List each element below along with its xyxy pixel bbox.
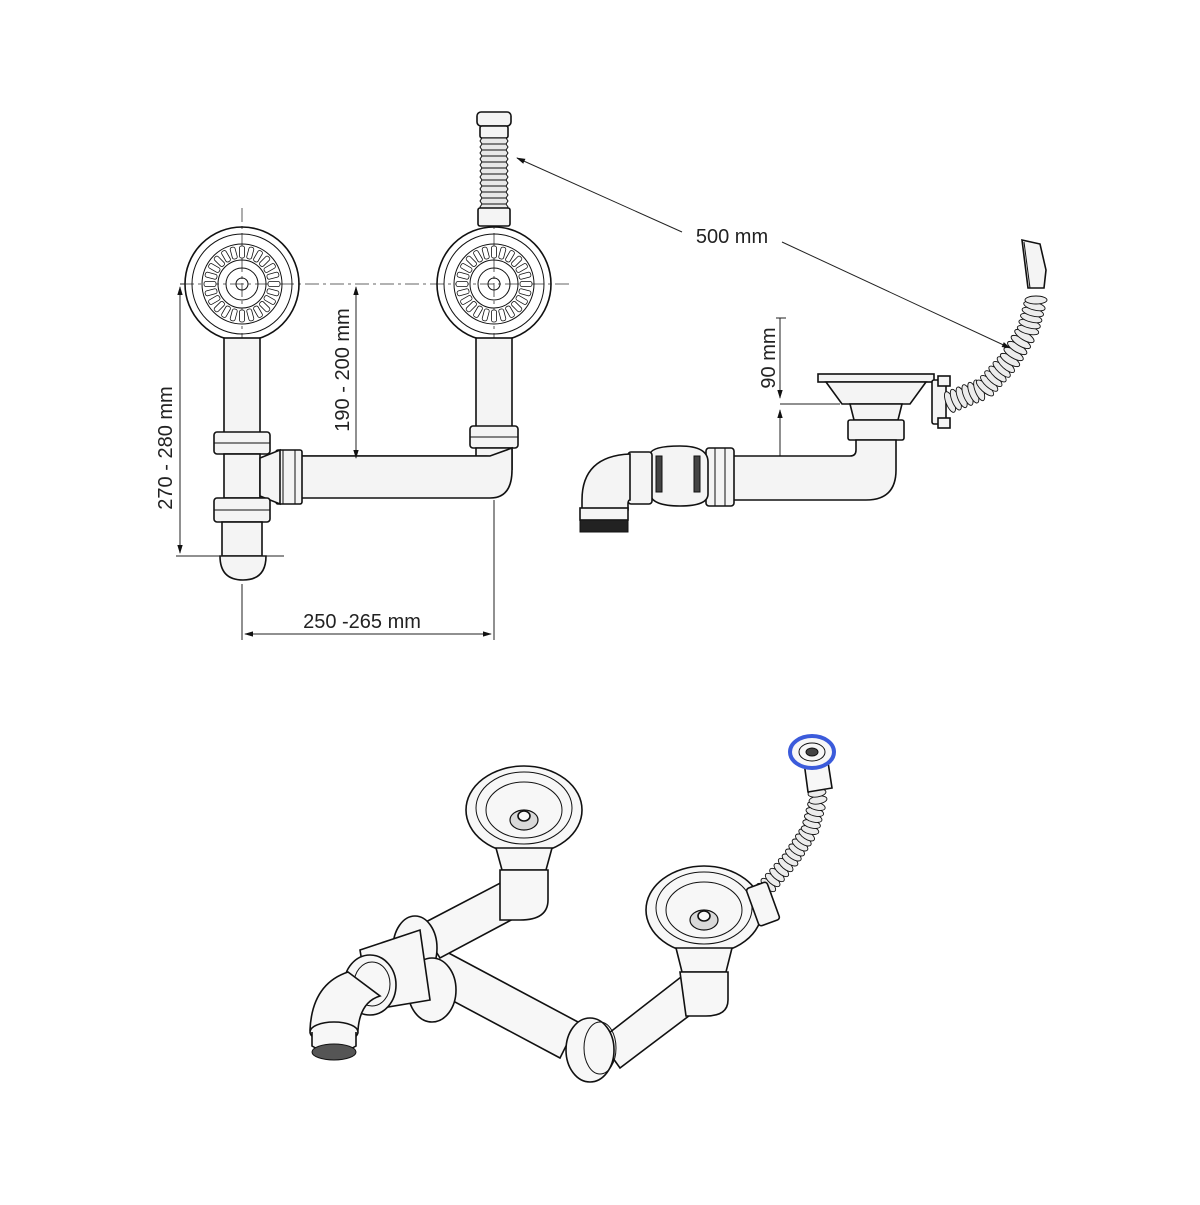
iso-left-strainer — [465, 765, 583, 921]
left-tailpiece — [223, 337, 261, 435]
dim-depth-side: 90 mm — [758, 327, 780, 388]
dim-height-left: 270 - 280 mm — [155, 386, 177, 509]
overflow-head-side — [1021, 238, 1047, 289]
dim-hose-length: 500 mm — [696, 226, 768, 248]
iso-overflow-head — [788, 734, 836, 793]
connecting-pipe — [299, 446, 513, 499]
elbow-outlet — [219, 555, 267, 581]
side-view-drawing: 500 mm 90 mm — [516, 157, 1048, 533]
right-strainer — [436, 226, 552, 342]
front-view-drawing: 270 - 280 mm 190 - 200 mm 250 -265 mm — [155, 111, 570, 640]
overflow-hose-front — [476, 111, 512, 227]
iso-coupling-3 — [565, 1017, 615, 1083]
dim-height-center: 190 - 200 mm — [332, 308, 354, 431]
side-outlet-pipe — [729, 439, 897, 501]
dim-width-bottom: 250 -265 mm — [303, 611, 421, 633]
isometric-view — [309, 734, 836, 1083]
side-strainer — [817, 373, 935, 441]
right-tailpiece — [475, 337, 513, 429]
overflow-hose-side — [944, 295, 1048, 413]
left-strainer — [184, 226, 300, 342]
side-elbow — [581, 453, 631, 511]
iso-overflow-hose — [756, 788, 828, 898]
